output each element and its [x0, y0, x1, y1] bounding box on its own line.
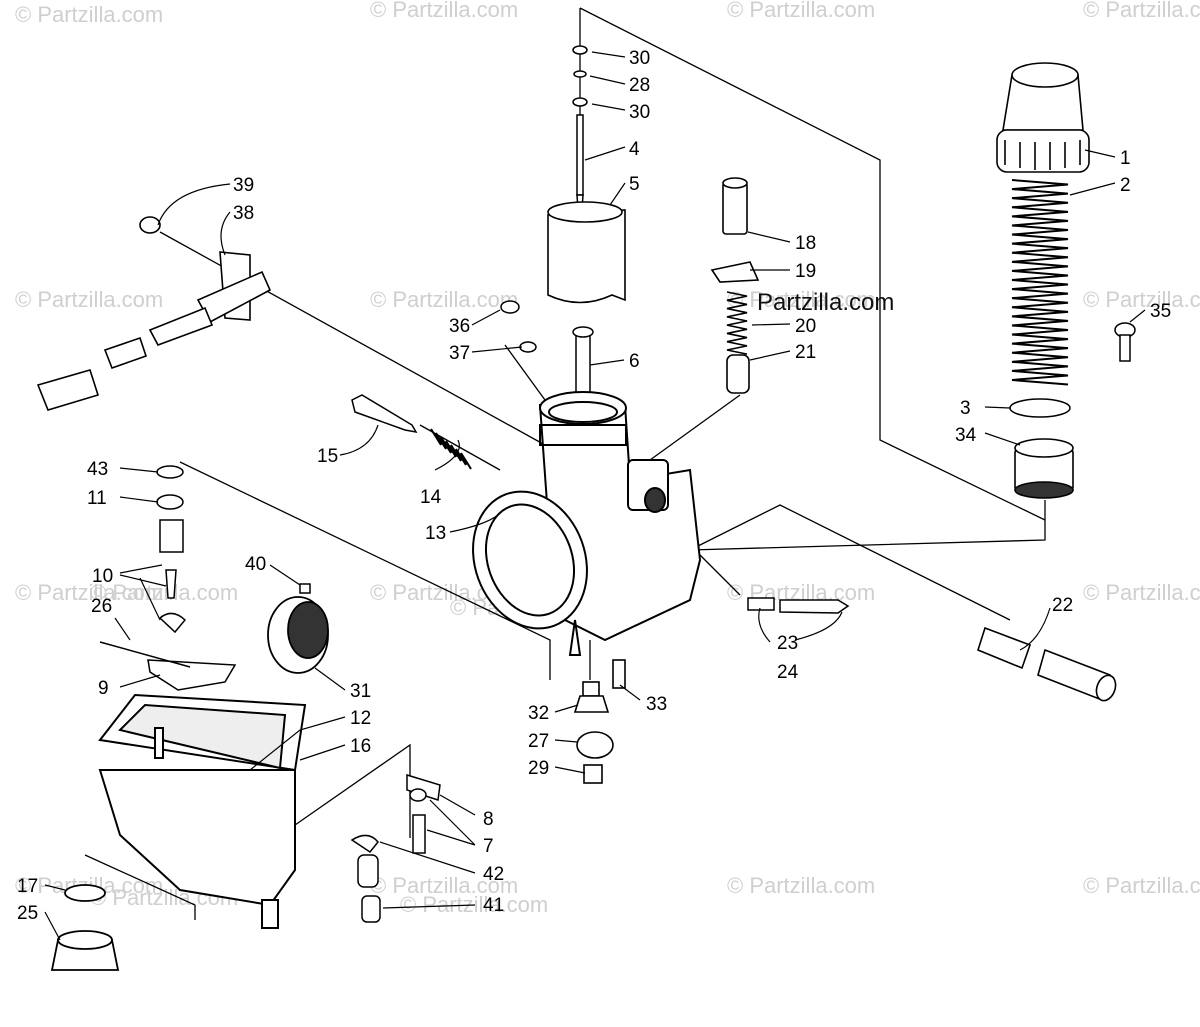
callout-40: 40 — [245, 554, 266, 575]
callout-35: 35 — [1150, 301, 1171, 322]
callout-36: 36 — [449, 316, 470, 337]
spring-coil — [1011, 179, 1069, 386]
throttle-slide — [547, 201, 626, 304]
callout-38: 38 — [233, 203, 254, 224]
spring — [1011, 179, 1069, 386]
callout-41: 41 — [483, 895, 504, 916]
callout-30b: 30 — [629, 102, 650, 123]
callout-4: 4 — [629, 139, 640, 160]
callout-labels: 30 28 30 4 5 1 2 18 19 20 21 35 3 34 39 … — [17, 48, 1171, 924]
jet-stack — [573, 659, 626, 784]
float — [267, 596, 329, 674]
top-cap — [996, 62, 1090, 173]
callout-22: 22 — [1052, 595, 1073, 616]
starter-plunger-group — [710, 177, 760, 394]
float-arm — [99, 583, 311, 691]
watermark: © Partzilla.com — [727, 287, 875, 312]
callout-29: 29 — [528, 758, 549, 779]
callout-30: 30 — [629, 48, 650, 69]
float-needle-group — [156, 465, 187, 634]
watermark: © Partzilla.com — [727, 0, 875, 22]
callout-28: 28 — [629, 75, 650, 96]
watermark: © Partzilla.com — [1083, 287, 1200, 312]
watermark: © Partzilla.com — [370, 873, 518, 898]
callout-17: 17 — [17, 876, 38, 897]
callout-26: 26 — [91, 596, 112, 617]
carburetor-body — [472, 391, 702, 656]
callout-6: 6 — [629, 351, 640, 372]
guide-line-drain — [294, 743, 411, 838]
callout-14: 14 — [420, 487, 442, 508]
callout-13: 13 — [425, 523, 446, 544]
callout-10: 10 — [92, 566, 113, 587]
guide-line-throttle-sensor — [159, 231, 546, 446]
callout-2: 2 — [1120, 175, 1131, 196]
callout-8: 8 — [483, 809, 494, 830]
callout-34: 34 — [955, 425, 977, 446]
watermark-layer: © Partzilla.com © Partzilla.com © Partzi… — [15, 0, 1200, 917]
callout-24: 24 — [777, 662, 799, 683]
guide-line-cap — [689, 500, 1046, 551]
watermark: © Partzilla.com — [1083, 0, 1200, 22]
callout-37: 37 — [449, 343, 470, 364]
air-screw — [747, 597, 850, 614]
callout-32: 32 — [528, 703, 549, 724]
guide-line-choke — [649, 394, 741, 461]
callout-25: 25 — [17, 903, 38, 924]
callout-9: 9 — [98, 678, 109, 699]
guide-line-bowl-plug — [84, 854, 196, 920]
needle-holder — [1014, 438, 1074, 499]
callout-11: 11 — [87, 488, 107, 509]
slide-shaft — [572, 326, 594, 411]
watermark: © Partzilla.com — [1083, 580, 1200, 605]
watermark: © Partzilla.com — [15, 2, 163, 27]
float-bowl — [98, 693, 307, 929]
callout-5: 5 — [629, 174, 640, 195]
watermark: © Partzilla.com — [1083, 873, 1200, 898]
guide-line-float — [179, 461, 551, 680]
leader-lines — [44, 51, 1146, 941]
brand-watermark: Partzilla.com — [757, 289, 894, 316]
guide-line-top — [579, 7, 1046, 521]
watermark: © Partzilla.com — [370, 287, 518, 312]
callout-12: 12 — [350, 708, 371, 729]
guide-line-hose — [689, 504, 1011, 621]
callout-21: 21 — [795, 342, 816, 363]
watermark: © Partzilla.com — [15, 580, 163, 605]
callout-7: 7 — [483, 836, 494, 857]
screw-36-37 — [500, 300, 537, 353]
vent-hose — [977, 626, 1117, 702]
callout-20: 20 — [795, 316, 816, 337]
callout-39: 39 — [233, 175, 254, 196]
callout-23: 23 — [777, 633, 798, 654]
pilot-screw — [351, 394, 418, 434]
callout-18: 18 — [795, 233, 816, 254]
callout-3: 3 — [960, 398, 971, 419]
pilot-spring — [430, 428, 472, 470]
callout-15: 15 — [317, 446, 338, 467]
callout-27: 27 — [528, 731, 549, 752]
watermark: © Partzilla.com — [15, 287, 163, 312]
guide-line-slide — [504, 344, 546, 401]
watermark: © Partzilla.com — [370, 0, 518, 22]
screw-35 — [1114, 322, 1136, 362]
throttle-sensor-harness — [36, 216, 272, 411]
callout-16: 16 — [350, 736, 371, 757]
watermark: © Partzilla.com — [90, 580, 238, 605]
watermark: © Partzilla.com — [727, 873, 875, 898]
callout-31: 31 — [350, 681, 371, 702]
drain-parts — [350, 773, 441, 923]
spring-seat — [1009, 398, 1071, 418]
callout-33: 33 — [646, 694, 667, 715]
callout-43: 43 — [87, 459, 108, 480]
callout-19: 19 — [795, 261, 816, 282]
callout-42: 42 — [483, 864, 504, 885]
callout-1: 1 — [1120, 148, 1131, 169]
drain-plug — [50, 884, 120, 971]
